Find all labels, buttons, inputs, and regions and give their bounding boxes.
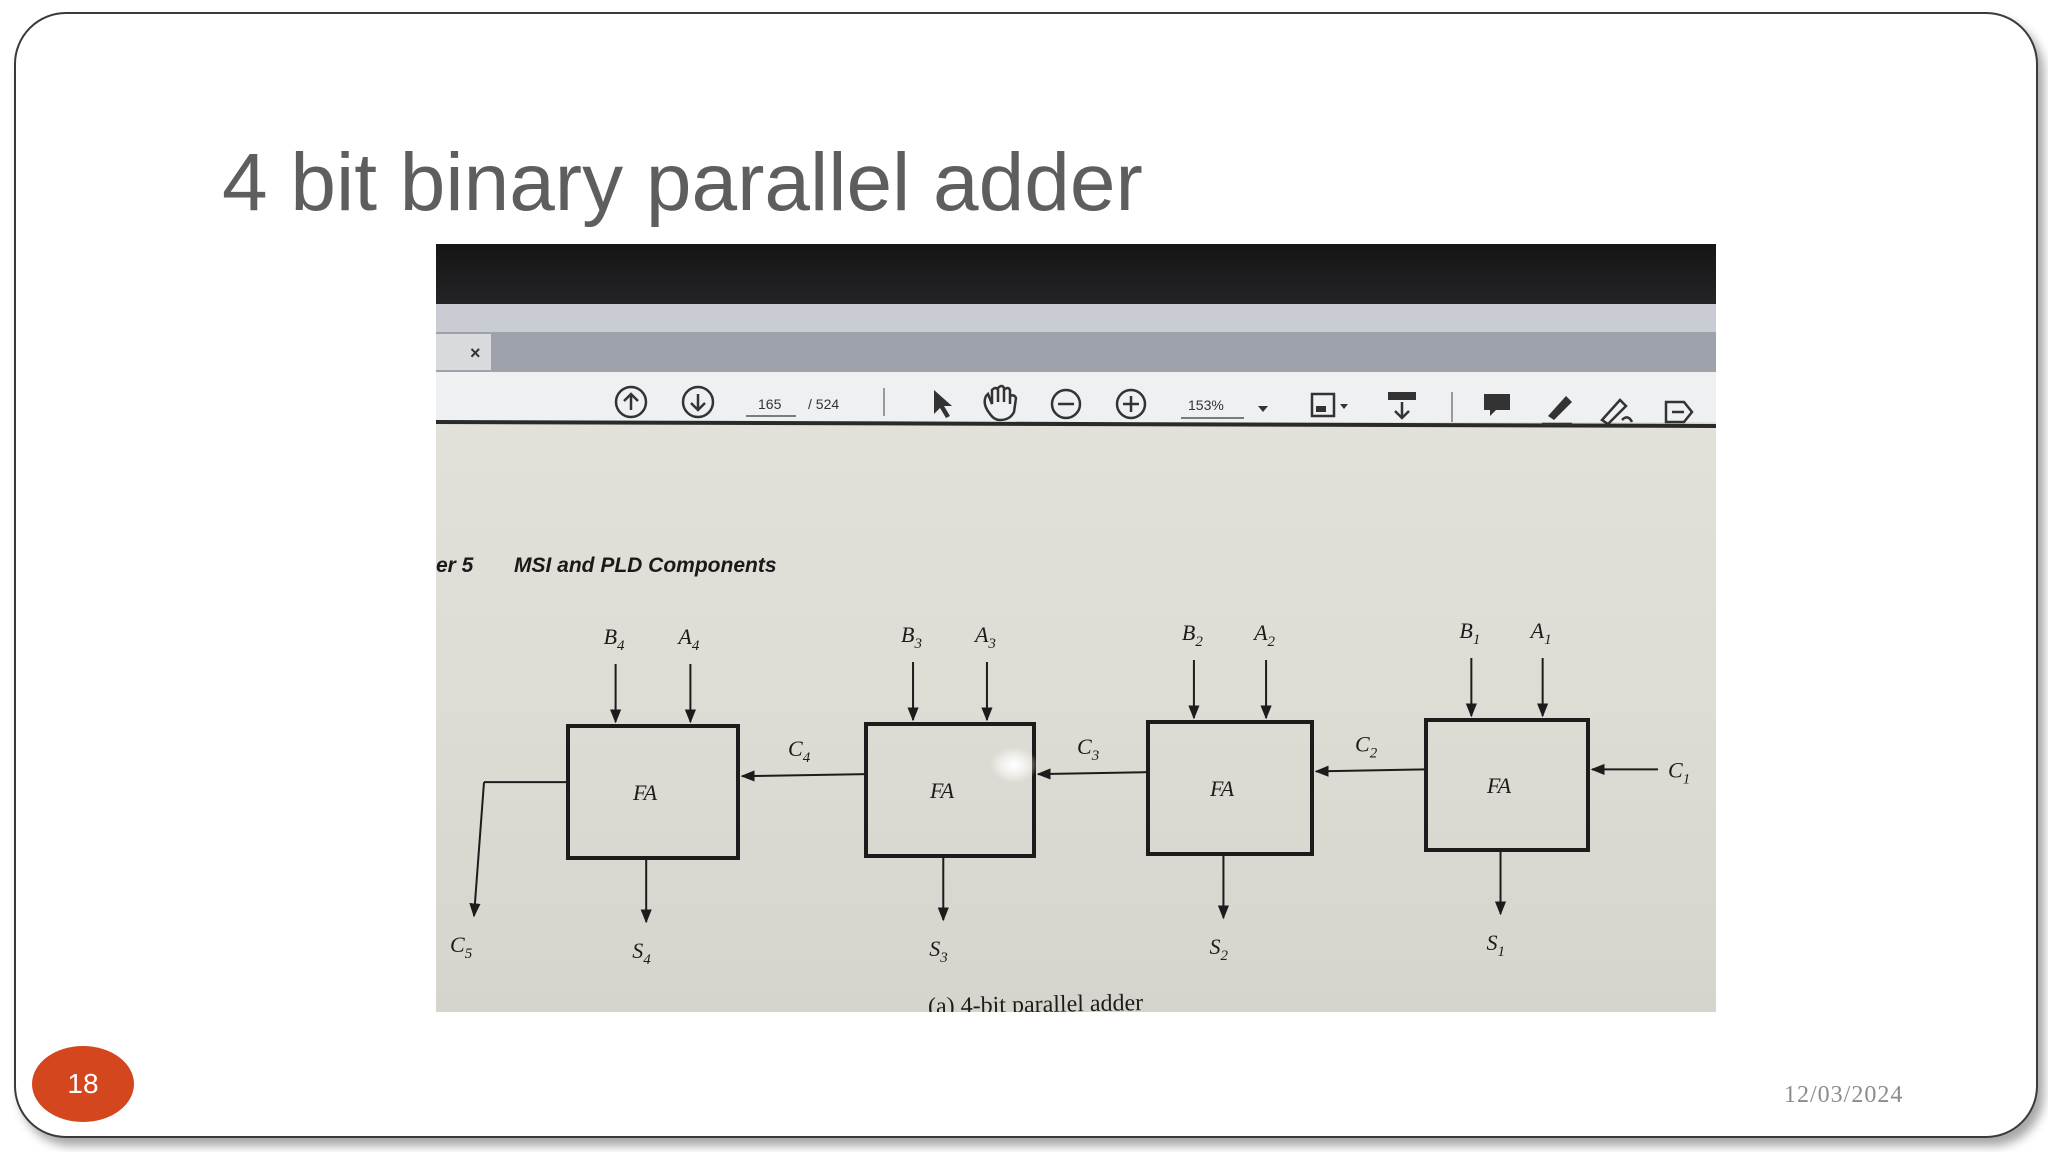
hand-tool-icon[interactable] (983, 384, 1018, 422)
input-label-b: B1 (1459, 618, 1480, 648)
scroll-mode-icon[interactable] (1388, 392, 1416, 420)
carry-arrow (1036, 768, 1149, 780)
full-adder-label: FA (1209, 776, 1235, 801)
full-adder-box (1146, 720, 1314, 856)
carry-arrow (740, 770, 867, 782)
carry-out-arrow (469, 782, 485, 918)
sum-output-label: S2 (1209, 934, 1228, 964)
zoom-in-icon[interactable] (1115, 388, 1147, 420)
full-adder-label: FA (632, 780, 658, 805)
input-label-a: A1 (1529, 618, 1552, 648)
app-frame (436, 304, 1716, 332)
page-total: / 524 (808, 396, 839, 412)
slide: 4 bit binary parallel adder (14, 12, 2038, 1138)
carry-label: C2 (1355, 731, 1378, 761)
input-label-a: A2 (1252, 620, 1275, 650)
tab-close-icon[interactable]: × (470, 343, 481, 363)
carry-arrow (1314, 765, 1427, 777)
sum-output-label: S1 (1487, 930, 1506, 960)
slide-title: 4 bit binary parallel adder (222, 137, 1143, 228)
share-icon[interactable] (1664, 400, 1694, 424)
full-adder-label: FA (1486, 773, 1512, 798)
chapter-prefix: er 5 (436, 554, 474, 577)
input-label-a: A3 (973, 622, 996, 652)
full-adder-box (864, 722, 1036, 858)
full-adder-box (1424, 718, 1590, 852)
select-cursor-icon[interactable] (934, 390, 952, 418)
sum-output-label: S4 (632, 938, 651, 968)
photo-of-textbook-page: × 165 / 524 (436, 244, 1716, 1012)
input-label-b: B4 (604, 624, 625, 654)
tab[interactable] (436, 334, 491, 370)
fit-page-icon[interactable] (1310, 392, 1348, 418)
input-label-b: B2 (1182, 620, 1203, 650)
carry-label: C4 (788, 736, 811, 766)
tab-bar (436, 332, 1716, 372)
scroll-down-icon[interactable] (681, 385, 715, 419)
page-number-input[interactable]: 165 (758, 396, 782, 412)
zoom-out-icon[interactable] (1050, 388, 1082, 420)
screen-glare (990, 747, 1038, 783)
zoom-dropdown-icon[interactable] (1258, 406, 1268, 412)
sum-output-label: S3 (929, 936, 948, 966)
zoom-level[interactable]: 153% (1188, 397, 1224, 413)
carry-label: C3 (1077, 734, 1099, 764)
figure-caption: (a) 4-bit parallel adder (928, 990, 1144, 1012)
input-label-b: B3 (901, 622, 922, 652)
scroll-up-icon[interactable] (614, 385, 648, 419)
input-label-a: A4 (676, 624, 699, 654)
slide-date: 12/03/2024 (1784, 1082, 1904, 1108)
full-adder-box (566, 724, 740, 860)
sign-icon[interactable] (1600, 398, 1634, 426)
comment-icon[interactable] (1484, 394, 1510, 416)
slide-number-badge: 18 (32, 1046, 134, 1122)
carry-out-label: C5 (450, 932, 473, 962)
carry-in-label: C1 (1668, 757, 1690, 787)
highlight-pen-icon[interactable] (1542, 396, 1572, 426)
chapter-title: MSI and PLD Components (514, 554, 777, 577)
full-adder-label: FA (929, 778, 955, 803)
